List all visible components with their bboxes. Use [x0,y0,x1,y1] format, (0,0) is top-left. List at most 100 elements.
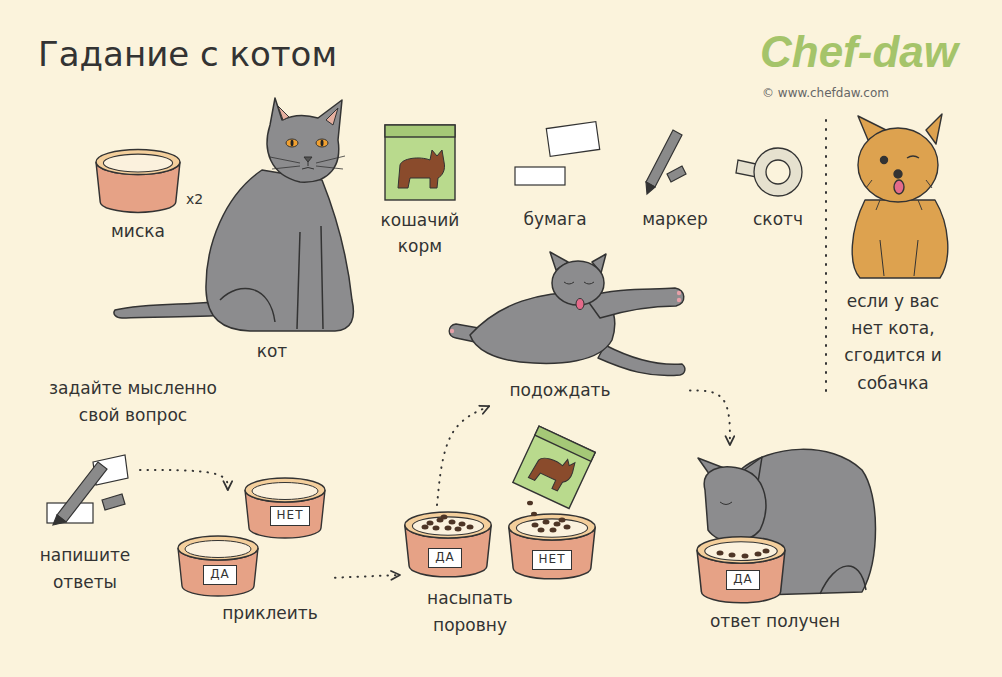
side-note: если у вас нет кота, сгодится и собачка [835,288,951,397]
copyright: © www.chefdaw.com [762,86,932,102]
cat-head [267,98,342,182]
item-label: маркер [625,208,725,230]
cat-eye [316,139,328,147]
tape-roll [754,148,802,196]
dog [852,114,948,278]
marker-body [57,462,107,522]
step-caption: ответ получен [690,608,860,635]
answer-tag: НЕТ [532,550,573,570]
kibble-piece [559,518,566,523]
kibble-piece [564,525,571,530]
kibble-piece [717,551,724,556]
kibble [717,549,770,559]
step-group: напишите ответы [30,440,140,600]
food-bag [385,125,455,200]
kibble-piece [433,526,440,531]
bowl [509,514,595,579]
kibble-piece [729,553,736,558]
dog-fur [866,180,932,210]
cat-tail [598,345,685,376]
kibble-piece [550,528,557,533]
answer-tag: НЕТ [270,506,311,526]
bowl [178,536,258,596]
cat-leg [220,288,275,322]
kibble-piece [459,522,466,527]
dotted-arrow [690,391,730,445]
paper [515,122,600,185]
paw-pad [677,298,681,302]
answer-tag: ДА [726,570,760,590]
item-label: скотч [733,208,823,230]
tag-text: НЕТ [539,552,566,566]
item-label: кошачий корм [370,208,470,259]
dog-head [858,128,938,202]
dotted-arrow [437,406,489,505]
bag-top [535,426,595,461]
bowl [96,149,180,212]
kibble-piece [532,523,539,528]
kibble-piece [449,520,456,525]
item-label: бумага [505,208,605,230]
tape-hole [766,160,790,184]
marker-cap [667,166,686,182]
dotted-arrow [140,470,228,490]
tag-text: ДА [210,567,230,581]
answer-tag: ДА [428,548,462,568]
bag-body [513,426,595,508]
dog-legs [880,240,918,276]
bowl [697,537,785,603]
bag-top [385,125,455,137]
tape-strip [736,160,756,177]
cat-eye [286,139,298,147]
dog-eye [881,157,888,164]
cat-tongue [576,299,584,310]
marker-tip [646,182,655,194]
quantity: x2 [186,190,216,208]
food-bag [513,426,595,508]
cat-leg [297,226,323,329]
dotted-arrow [335,575,400,578]
cat-body [206,170,353,331]
step-caption: приклеить [210,600,330,627]
cat-leg [820,566,866,594]
answer-tag: ДА [203,565,237,585]
cat-whiskers [270,156,345,169]
dog-tongue [894,180,904,194]
kibble-piece [427,521,434,526]
kibble-piece [538,528,545,533]
paw-pad [450,329,454,333]
bowl [245,478,325,538]
paper-sheet [515,167,565,185]
item-label: миска [93,220,183,242]
kibble-piece [755,552,762,557]
kibble-piece [467,525,474,530]
dog-eye [907,156,919,158]
dog-body [852,200,948,278]
step-caption: напишите ответы [30,542,140,596]
kibble-piece [455,527,462,532]
step-group: приклеить НЕТ ДА [175,490,335,629]
step-caption: насыпать поровну [405,585,535,639]
cat-head [704,467,766,541]
stretching-cat [449,252,685,376]
kibble-piece [543,520,550,525]
cat-head [552,261,604,305]
cat-ear [278,106,338,125]
separator [825,120,827,395]
sitting-cat [114,98,353,331]
cat-eye [564,282,594,284]
marker [646,130,686,194]
dog-nose [894,170,902,178]
paw-pad [677,291,681,295]
step-group: насыпать поровну ДА НЕТ [400,505,600,645]
kibble-piece [554,522,561,527]
paper-sheet [546,122,599,157]
cat-pupil [291,140,294,146]
tag-text: ДА [733,572,753,586]
marker-tip [53,515,66,525]
watermark: Chef-daw [760,26,990,79]
bag-cat-picture [528,448,577,494]
